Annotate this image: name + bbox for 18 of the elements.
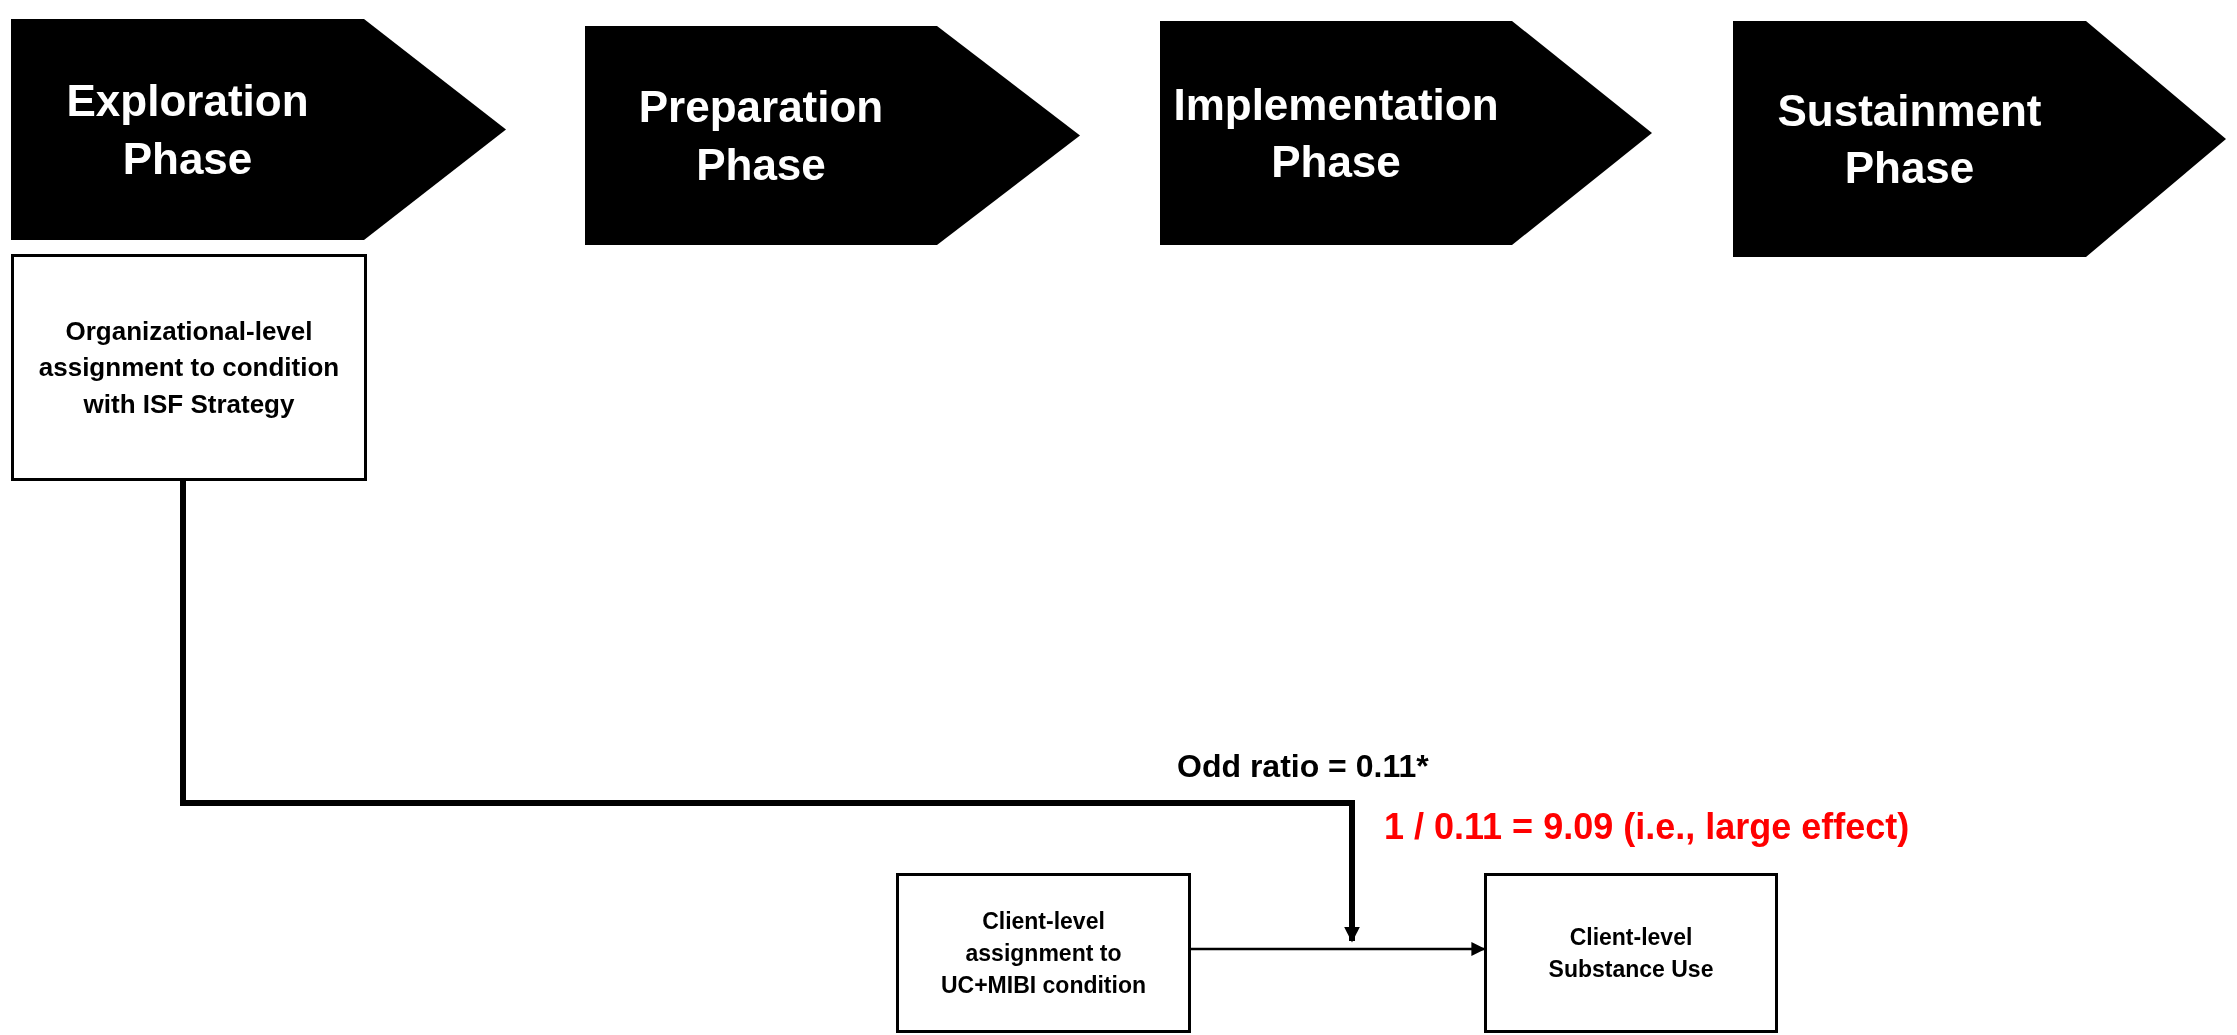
arrow [1191, 942, 1486, 956]
phase-banner [1160, 21, 1652, 245]
node-text: Organizational-level assignment to condition with ISF Strategy [37, 314, 341, 421]
process-box [896, 873, 1191, 1033]
phase-banner [1733, 21, 2226, 257]
effect-note: 1 / 0.11 = 9.09 (i.e., large effect) [1384, 806, 1910, 848]
phase-banner [585, 26, 1080, 245]
node-text: Client-level Substance Use [1547, 922, 1715, 984]
node-text: Preparation Phase [637, 81, 885, 191]
phase-banner [11, 19, 506, 240]
node-text: Client-level assignment to UC+MIBI condition [939, 906, 1148, 1001]
process-box [1484, 873, 1778, 1033]
process-box [11, 254, 367, 481]
node-text: Sustainment Phase [1776, 84, 2043, 194]
arrow [180, 481, 1360, 943]
node-text: Exploration Phase [65, 75, 310, 185]
edge-label: Odd ratio = 0.11* [1177, 748, 1429, 785]
node-text: Implementation Phase [1172, 78, 1500, 188]
